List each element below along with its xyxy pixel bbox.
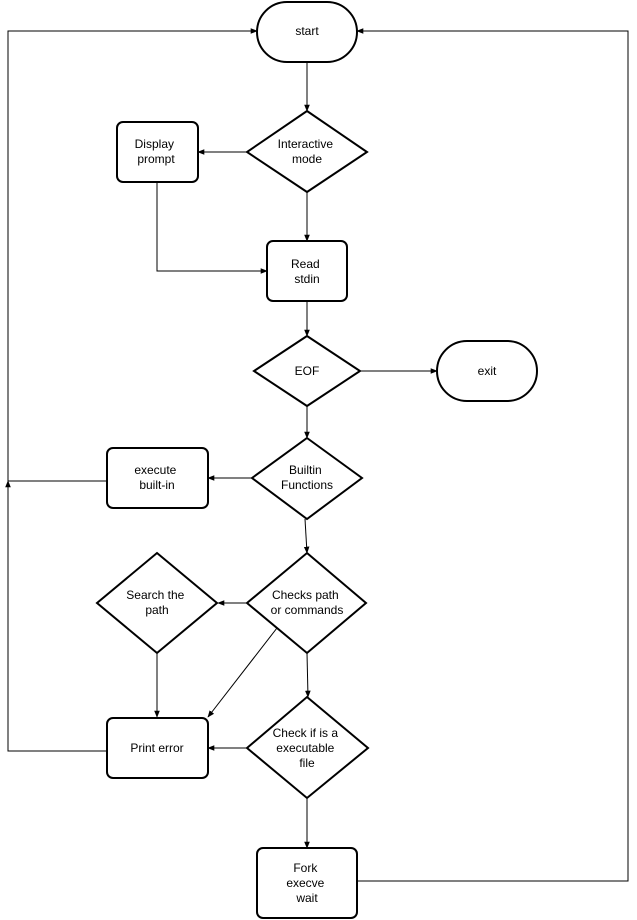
node-search-path-line: path bbox=[145, 603, 168, 617]
node-display-prompt-line: prompt bbox=[137, 152, 175, 166]
node-print-error-label: Print error bbox=[130, 741, 183, 755]
node-search-path-line: Search the bbox=[126, 588, 184, 602]
node-check-executable: Check if is a executable file bbox=[245, 695, 370, 800]
node-read-stdin-label: Read stdin bbox=[291, 257, 323, 286]
node-checks-path-label: Checks path or commands bbox=[271, 588, 344, 617]
node-print-error-line: Print error bbox=[130, 741, 183, 755]
edge-display-to-read bbox=[156, 182, 268, 274]
node-interactive-mode-label: Interactive mode bbox=[278, 137, 337, 166]
node-search-path-label: Search the path bbox=[126, 588, 187, 617]
node-read-stdin-line: stdin bbox=[294, 272, 319, 286]
node-builtin-functions: Builtin Functions bbox=[250, 436, 364, 521]
node-fork-execve-wait-line: Fork bbox=[293, 861, 318, 875]
node-read-stdin: Read stdin bbox=[266, 240, 348, 302]
node-checks-path-line: Checks path bbox=[272, 588, 339, 602]
node-read-stdin-line: Read bbox=[291, 257, 320, 271]
node-checks-path-line: or commands bbox=[271, 603, 344, 617]
edges bbox=[5, 28, 629, 882]
node-start-line: start bbox=[295, 24, 319, 38]
node-fork-execve-wait-line: wait bbox=[295, 891, 318, 905]
node-eof: EOF bbox=[252, 334, 362, 408]
node-check-executable-line: Check if is a bbox=[273, 726, 339, 740]
node-interactive-mode-line: mode bbox=[292, 152, 322, 166]
node-builtin-functions-line: Builtin bbox=[289, 463, 322, 477]
node-execute-builtin-label: execute built-in bbox=[134, 463, 179, 492]
node-start-label: start bbox=[295, 24, 319, 38]
node-execute-builtin-line: execute bbox=[134, 463, 176, 477]
node-checks-path: Checks path or commands bbox=[245, 551, 368, 655]
node-interactive-mode-line: Interactive bbox=[278, 137, 334, 151]
node-builtin-functions-line: Functions bbox=[281, 478, 333, 492]
edge-builtin-to-checks bbox=[303, 518, 310, 554]
node-display-prompt-label: Display prompt bbox=[135, 137, 178, 166]
node-print-error: Print error bbox=[106, 717, 209, 779]
node-execute-builtin-line: built-in bbox=[139, 478, 174, 492]
node-eof-line: EOF bbox=[295, 364, 320, 378]
node-display-prompt: Display prompt bbox=[116, 121, 199, 183]
node-execute-builtin: execute built-in bbox=[106, 447, 209, 509]
node-eof-label: EOF bbox=[295, 364, 320, 378]
node-fork-execve-wait: Fork execve wait bbox=[256, 847, 358, 919]
node-start: start bbox=[256, 1, 358, 63]
node-exit: exit bbox=[436, 340, 538, 402]
edge-checks-to-checkexec bbox=[305, 652, 311, 698]
node-display-prompt-line: Display bbox=[135, 137, 174, 151]
node-check-executable-line: executable bbox=[276, 741, 334, 755]
edge-fork-loop-to-start bbox=[356, 28, 629, 882]
edge-checks-to-printerror bbox=[207, 627, 278, 718]
node-exit-line: exit bbox=[478, 364, 497, 378]
node-interactive-mode: Interactive mode bbox=[245, 109, 369, 194]
node-check-executable-label: Check if is a executable file bbox=[273, 726, 342, 770]
node-check-executable-line: file bbox=[299, 756, 315, 770]
node-exit-label: exit bbox=[478, 364, 497, 378]
node-builtin-functions-label: Builtin Functions bbox=[281, 463, 333, 492]
node-search-path: Search the path bbox=[95, 551, 219, 655]
node-fork-execve-wait-label: Fork execve wait bbox=[286, 861, 327, 905]
edge-printerror-loop-to-start bbox=[7, 28, 258, 752]
node-fork-execve-wait-line: execve bbox=[286, 876, 324, 890]
